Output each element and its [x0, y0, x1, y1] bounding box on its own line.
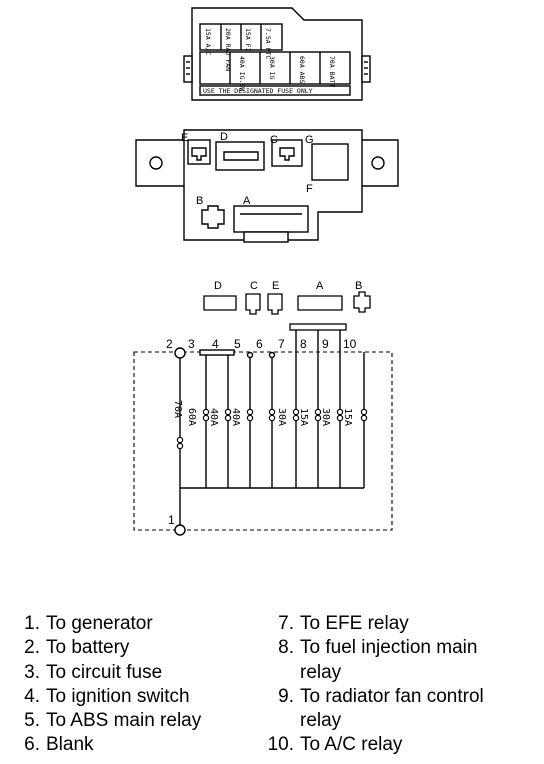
connector-row — [203, 291, 371, 331]
connector-row-labels: D C E A B — [214, 280, 362, 292]
fuse-slot-labels: 15A A/C 20A RAD FAN 15A FI 7.5A PTC 40A … — [203, 28, 336, 95]
row-label-b: B — [355, 280, 362, 292]
terminal-9: 9 — [322, 337, 329, 351]
legend-item: 1.To generator — [24, 613, 153, 634]
rating-15a-2: 15A — [342, 408, 353, 426]
slot-bottom-4: 60A ABS — [298, 56, 306, 83]
legend-item: 5.To ABS main relay — [24, 710, 202, 732]
rating-30a-1: 30A — [276, 408, 287, 426]
rating-40a-1: 40A — [208, 408, 219, 426]
legend-item: 10.To A/C relay — [267, 734, 403, 756]
terminal-2: 2 — [166, 337, 173, 351]
body-label-a: A — [243, 195, 251, 207]
legend: 1.To generator 2.To battery 3.To circuit… — [10, 612, 540, 762]
body-label-g: G — [305, 134, 314, 146]
schematic-wiring — [179, 330, 365, 530]
terminal-8: 8 — [300, 337, 307, 351]
terminal-3: 3 — [188, 337, 195, 351]
fuse-symbols — [176, 408, 368, 450]
terminal-1: 1 — [168, 513, 175, 527]
legend-item: 2.To battery — [24, 637, 130, 659]
row-label-c: C — [250, 280, 258, 292]
terminal-5: 5 — [234, 337, 241, 351]
body-connector-labels: E D C G F B A — [181, 131, 314, 207]
fuse-box-cover — [183, 7, 371, 101]
legend-item: 4.To ignition switch — [24, 685, 190, 707]
legend-item: 3.To circuit fuse — [24, 661, 163, 683]
row-label-d: D — [214, 280, 222, 292]
fuse-box-body — [135, 129, 399, 243]
legend-item: 6.Blank — [24, 734, 94, 756]
legend-left-column: 1.To generator 2.To battery 3.To circuit… — [10, 612, 201, 758]
terminal-number-labels: 1 2 3 4 5 6 7 8 9 10 — [166, 337, 357, 527]
row-label-a: A — [316, 280, 324, 292]
terminal-7: 7 — [278, 337, 285, 351]
slot-top-4: 7.5A PTC — [264, 28, 272, 59]
row-label-e: E — [272, 280, 279, 292]
schematic-outline — [133, 351, 393, 531]
fuse-notice: USE THE DESIGNATED FUSE ONLY — [203, 87, 313, 95]
rating-40a-2: 40A — [230, 408, 241, 426]
body-label-d: D — [220, 131, 228, 143]
slot-bottom-2: 40A IG.SW — [238, 56, 246, 91]
terminal-4: 4 — [212, 337, 219, 351]
slot-top-3: 15A FI — [244, 28, 252, 52]
rating-30a-2: 30A — [320, 408, 331, 426]
body-label-b: B — [196, 195, 203, 207]
rating-15a-1: 15A — [298, 408, 309, 426]
body-label-e: E — [181, 132, 188, 144]
fuse-rating-labels: 70A 60A 40A 40A 30A 15A 30A 15A — [172, 400, 353, 426]
slot-bottom-3: 30A IG — [268, 56, 276, 80]
body-label-c: C — [270, 134, 278, 146]
body-label-f: F — [306, 183, 313, 195]
terminal-10: 10 — [343, 337, 357, 351]
legend-item: 7.To EFE relay — [278, 613, 409, 634]
rating-60a: 60A — [186, 408, 197, 426]
slot-top-2: 20A RAD FAN — [224, 28, 232, 71]
terminal-6: 6 — [256, 337, 263, 351]
slot-top-1: 15A A/C — [204, 28, 212, 55]
terminal-markers — [174, 347, 276, 536]
rating-70a: 70A — [172, 400, 183, 418]
slot-bottom-5: 70A BATT — [328, 56, 336, 87]
